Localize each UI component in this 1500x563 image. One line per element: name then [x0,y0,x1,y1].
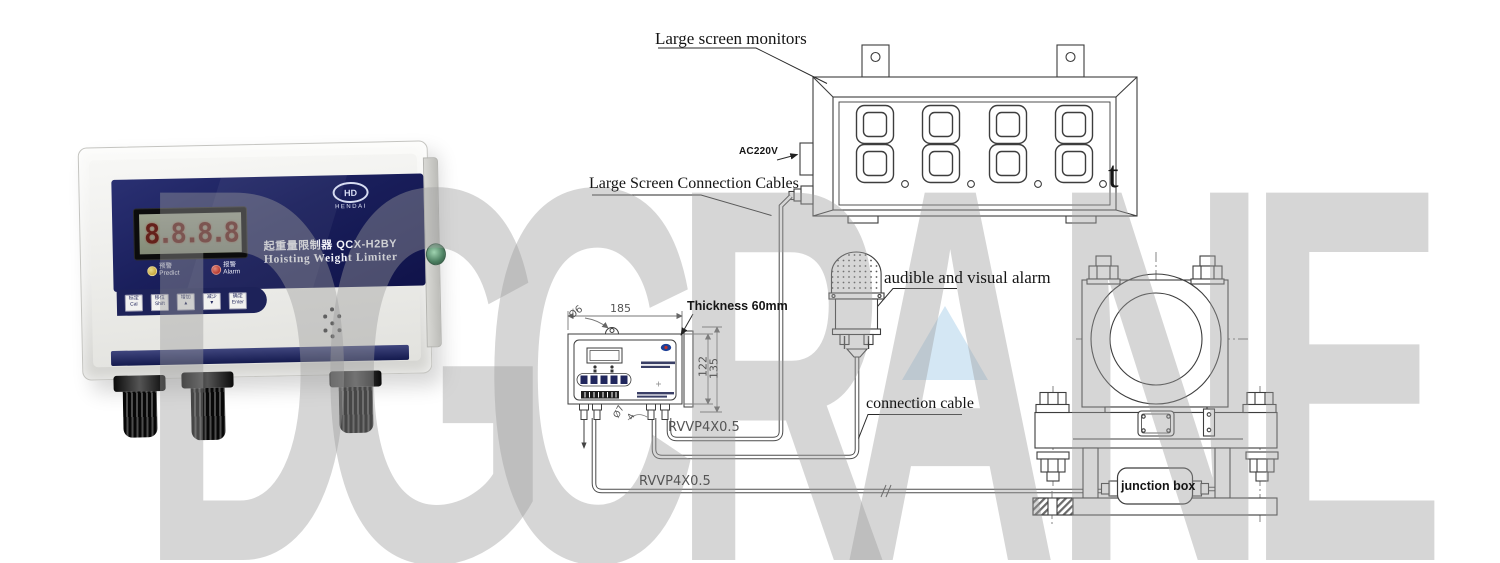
side-bracket [1202,408,1216,437]
top-bolt-right [1190,255,1225,285]
conn-cable-leader [858,414,962,439]
decimal-dot-3 [1034,180,1042,188]
beam-bolt-right [1242,391,1277,414]
unit-screen [586,347,623,364]
connection-cables-label: Large Screen Connection Cables [589,175,799,192]
decimal-dot-4 [1099,180,1107,188]
thickness-label: Thickness 60mm [687,299,788,313]
mount-ear [605,327,619,335]
top-bolt-left [1086,255,1121,285]
lower-bolt-left [1036,451,1070,482]
alarm-flange [828,292,885,300]
beam-bolt-left [1035,391,1070,414]
wire-spec-1: RVVP4X0.5 [668,420,740,435]
hatch-block-1 [1032,497,1049,516]
lower-bolt-right [1245,451,1279,482]
hatch-block-2 [1056,497,1074,516]
large-display-drawing [788,44,1138,224]
decimal-dot-1 [901,180,909,188]
thickness-leader [680,313,694,336]
dim-width: 185 [610,302,631,315]
alarm-label: audible and visual alarm [884,268,1051,287]
junction-box-label: junction box [1121,479,1196,493]
alarm-drawing [828,251,885,358]
side-view-strip [683,330,694,408]
display-screen-border [838,101,1111,206]
alarm-body [834,298,879,330]
signal-connector [800,185,814,205]
terminal-box [1137,410,1175,437]
sensor-assembly-drawing [1032,252,1279,524]
power-connector [799,142,814,176]
control-unit-drawing [567,327,694,449]
dimension-lines [567,311,722,421]
tonnage-unit: t [1108,154,1119,196]
monitors-label: Large screen monitors [655,29,807,48]
junction-box-drawing [1100,467,1210,505]
alarm-funnel [845,348,869,358]
bracket-hole-right [1065,51,1076,63]
sensor-bore-outer [1090,273,1222,405]
dim-height-outer: 135 [707,358,721,379]
callout-leaders [592,47,962,439]
ac220v-arrow [776,153,799,161]
monitors-leader [658,47,828,84]
terminal-strip [581,391,619,399]
wire-spec-2: RVVP4X0.5 [639,474,711,489]
sensor-block [1081,279,1229,408]
post-right [1214,447,1231,499]
conn-cables-leader [592,194,772,216]
post-left [1082,447,1099,499]
ac220v-label: AC220V [739,146,778,157]
unit-glands [579,403,670,420]
alarm-leader [870,288,957,315]
alarm-base [831,328,882,336]
sensor-bore-inner [1109,292,1203,386]
cable-break-mark [880,484,887,498]
bracket-hole-left [870,51,881,63]
connection-cable-label: connection cable [866,395,974,412]
decimal-dot-2 [967,180,975,188]
unit-inner-face [573,339,677,401]
unit-button-oval [576,373,632,387]
